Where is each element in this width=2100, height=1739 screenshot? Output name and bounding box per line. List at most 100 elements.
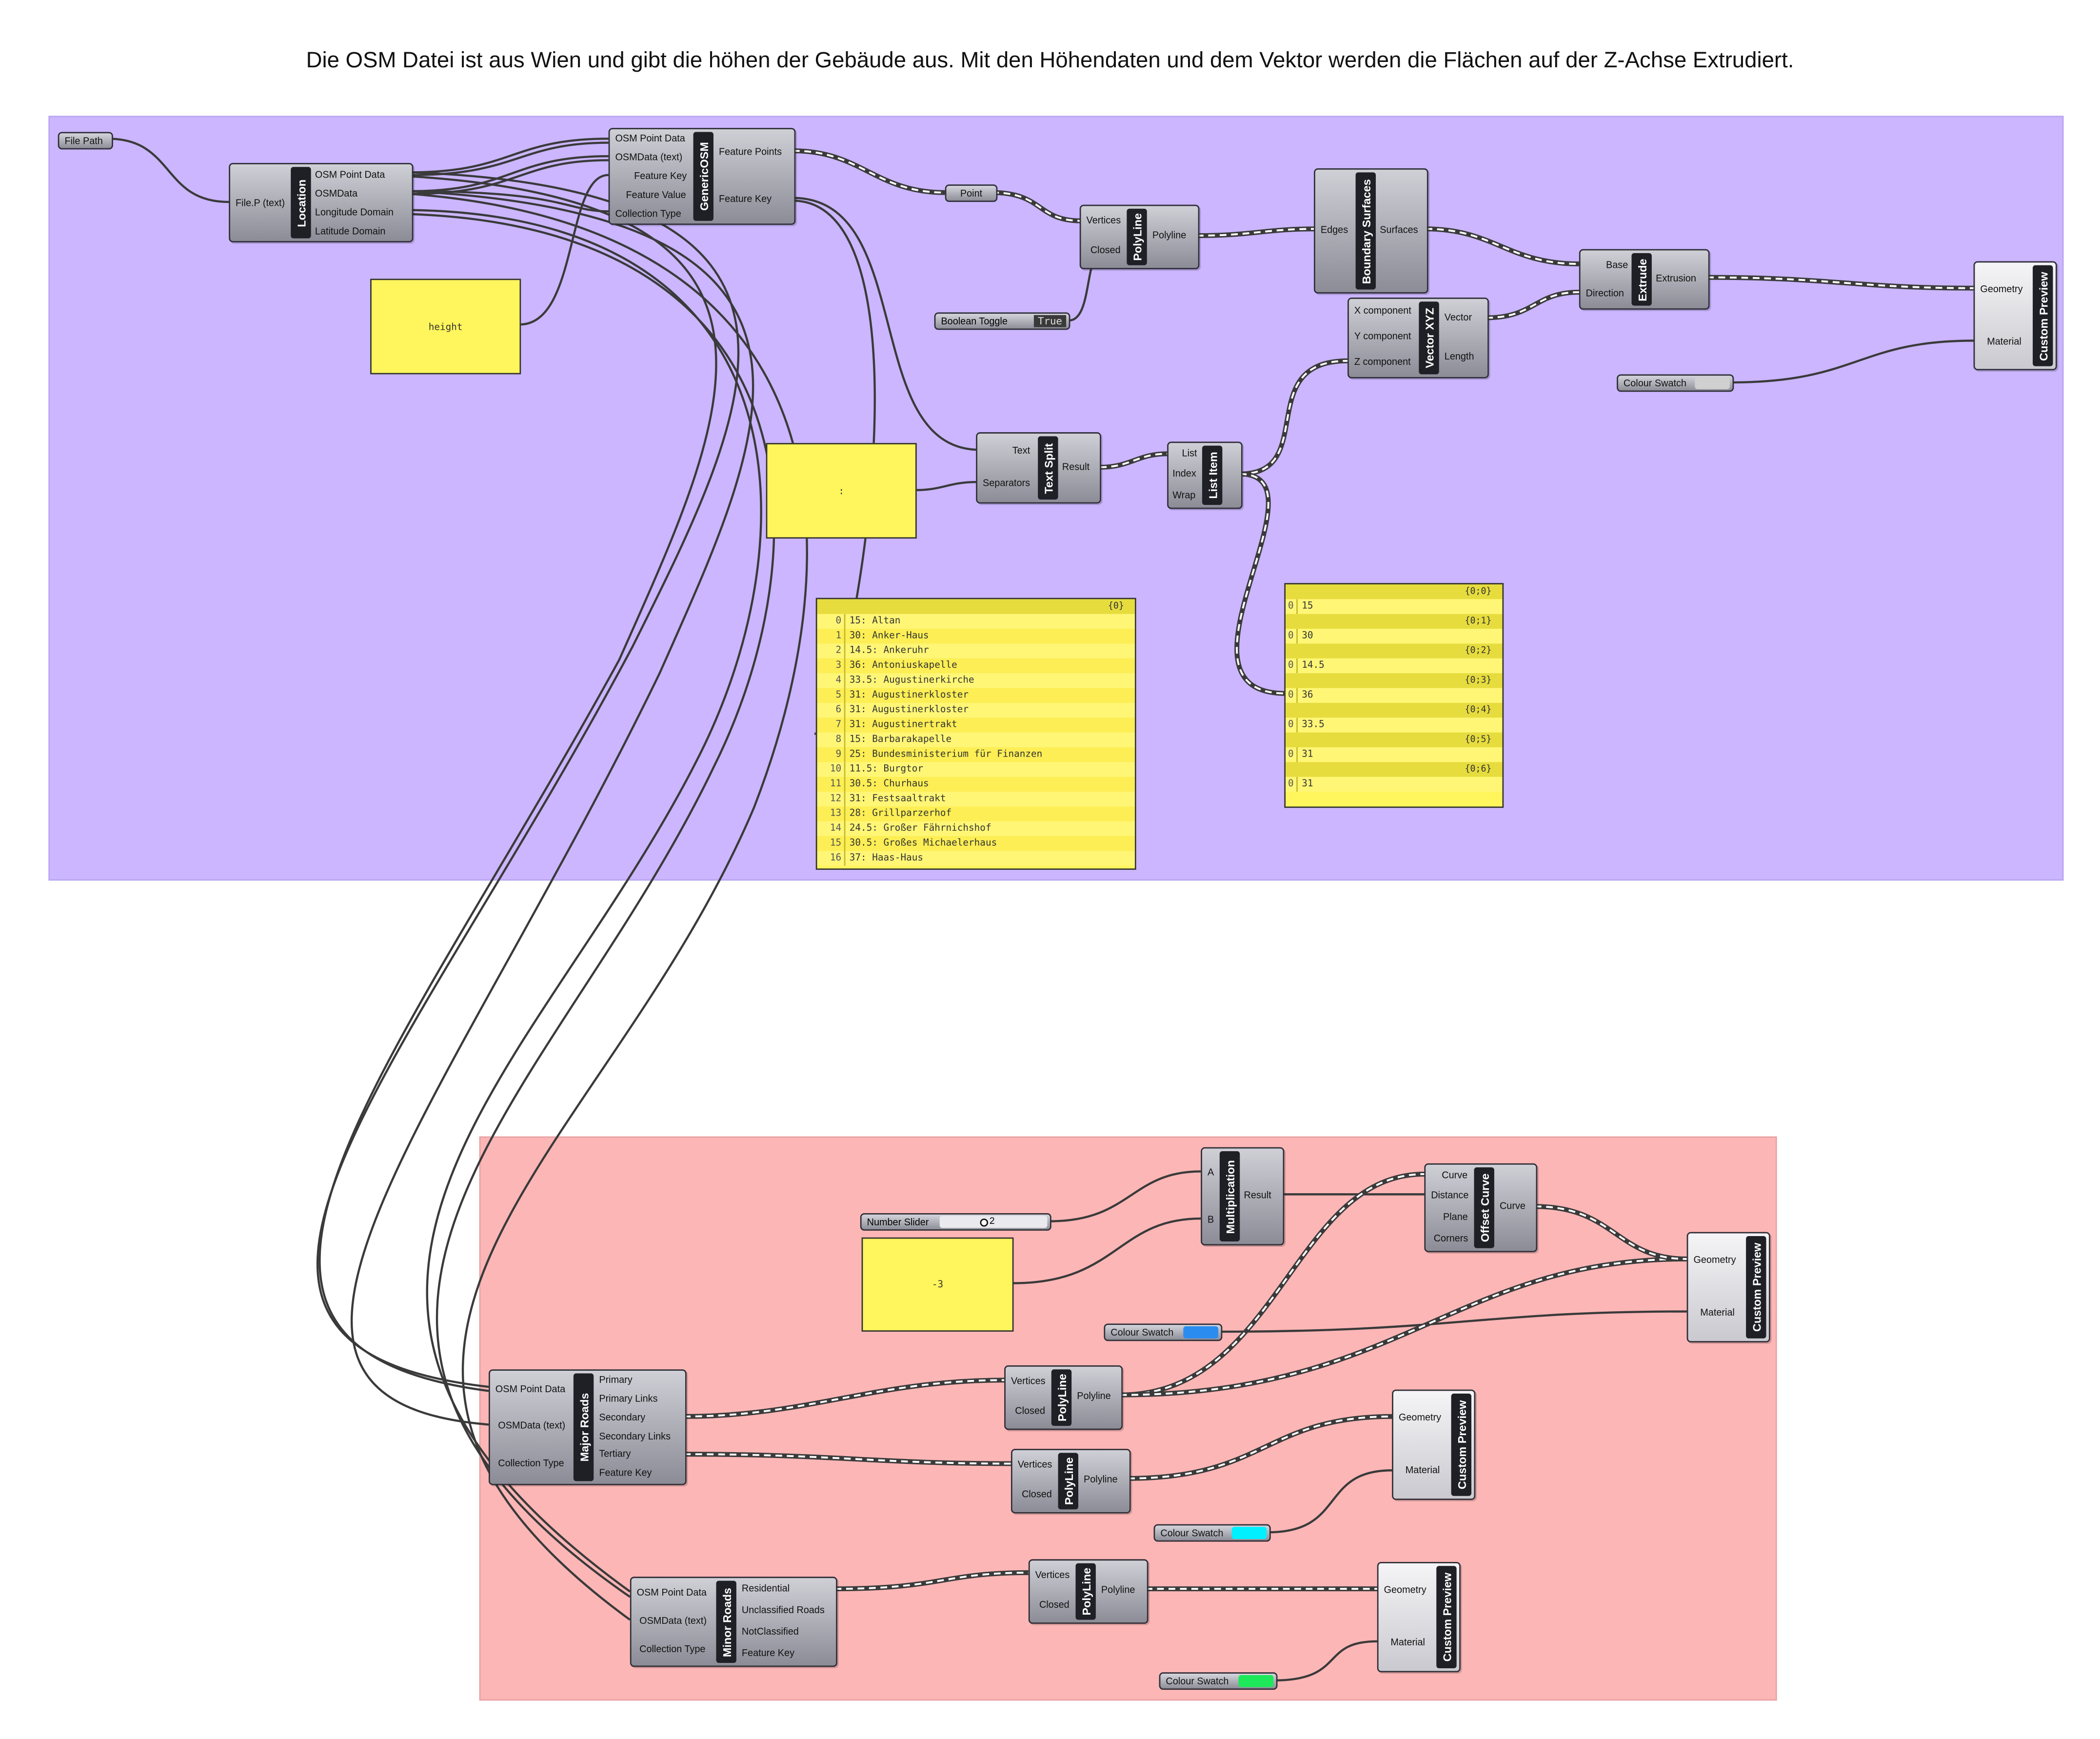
file-path-param[interactable]: File Path [58, 132, 113, 150]
preview4-input-material: Material [1390, 1636, 1425, 1648]
list-item-index: 0 [1288, 778, 1294, 789]
polyline3-input-vertices: Vertices [1017, 1458, 1052, 1471]
list-item-index: 9 [835, 748, 842, 760]
list-item-value: 11.5: Burgtor [844, 762, 923, 777]
list-item-component[interactable]: List Index Wrap List Item [1167, 441, 1243, 509]
boundary-surfaces-component[interactable]: Edges Boundary Surfaces Surfaces [1314, 168, 1428, 294]
branch-path-header: {0;0} [1286, 584, 1503, 600]
boolean-toggle-value[interactable]: True [1033, 315, 1067, 327]
listitem-input-list: List [1182, 447, 1197, 460]
offset-curve-component[interactable]: Curve Distance Plane Corners Offset Curv… [1424, 1163, 1538, 1253]
slider-knob[interactable] [980, 1219, 989, 1227]
separator-panel[interactable]: : [766, 443, 917, 539]
text-split-component[interactable]: Text Separators Text Split Result [976, 432, 1101, 504]
location-component[interactable]: File.P (text) Location OSM Point Data OS… [229, 162, 414, 242]
list-item-value: 14.5: Ankeruhr [844, 643, 929, 659]
list-item-value: 14.5 [1296, 658, 1325, 674]
offset-factor-panel[interactable]: -3 [861, 1237, 1014, 1332]
polyline-component-1[interactable]: Vertices Closed PolyLine Polyline [1079, 204, 1200, 270]
wire-location-genericosm-4 [410, 159, 609, 195]
majorroads-input-osmdata: OSMData (text) [498, 1419, 566, 1432]
colour-swatch-cyan-color[interactable] [1231, 1527, 1267, 1539]
colour-swatch-blue-color[interactable] [1183, 1326, 1219, 1339]
multiplication-component[interactable]: A B Multiplication Result [1201, 1147, 1285, 1246]
colour-swatch-green-color[interactable] [1238, 1675, 1274, 1687]
list-item-value: 15: Barbarakapelle [844, 732, 951, 747]
list-item-index: 10 [830, 763, 842, 775]
wire-separator-textsplit [915, 480, 976, 491]
minor-roads-component[interactable]: OSM Point Data OSMData (text) Collection… [630, 1577, 837, 1667]
colour-swatch-green[interactable]: Colour Swatch [1159, 1672, 1278, 1690]
major-roads-component[interactable]: OSM Point Data OSMData (text) Collection… [488, 1369, 687, 1485]
polyline3-nickname: PolyLine [1058, 1453, 1079, 1510]
wire-location-genericosm-1 [410, 138, 609, 174]
list-item-index: 14 [830, 822, 842, 834]
height-panel[interactable]: height [370, 279, 521, 375]
multiplication-nickname: Multiplication [1219, 1151, 1240, 1241]
minorroads-input-osmpoint: OSM Point Data [636, 1586, 707, 1599]
list-item-index: 15 [830, 837, 842, 848]
offset-factor-text: -3 [931, 1279, 944, 1290]
genericosm-input-collection: Collection Type [615, 207, 681, 220]
point-param[interactable]: Point [945, 184, 998, 202]
slider-track[interactable]: 2 [939, 1216, 1048, 1228]
polyline-component-2[interactable]: Vertices Closed PolyLine Polyline [1004, 1365, 1123, 1430]
preview3-input-material: Material [1405, 1463, 1440, 1476]
listitem-input-index: Index [1172, 467, 1196, 480]
colour-swatch-cyan[interactable]: Colour Swatch [1153, 1524, 1271, 1542]
list-item-value: 30.5: Großes Michaelerhaus [844, 836, 997, 851]
colour-swatch-1[interactable]: Colour Swatch [1617, 374, 1734, 392]
wire-osm-majorroads-2 [318, 175, 717, 1392]
custom-preview-component-1[interactable]: Geometry Material Custom Preview [1973, 261, 2057, 371]
textsplit-output-result: Result [1062, 460, 1090, 473]
polyline3-input-closed: Closed [1022, 1488, 1052, 1500]
list-item-value: 28: Grillparzerhof [844, 806, 951, 821]
polyline-component-4[interactable]: Vertices Closed PolyLine Polyline [1028, 1559, 1149, 1624]
wire-height-featurekey [519, 174, 609, 326]
extrude-input-base: Base [1606, 258, 1628, 271]
list-item-value: 25: Bundesministerium für Finanzen [844, 747, 1042, 762]
colour-swatch-1-color[interactable] [1695, 377, 1730, 389]
offset-input-distance: Distance [1431, 1189, 1469, 1201]
extrude-component[interactable]: Base Direction Extrude Extrusion [1579, 249, 1710, 310]
location-output-osmdata: OSMData [315, 187, 358, 200]
majorroads-output-primarylinks: Primary Links [599, 1392, 658, 1404]
vector-xyz-component[interactable]: X component Y component Z component Vect… [1347, 298, 1489, 379]
genericosm-component[interactable]: OSM Point Data OSMData (text) Feature Ke… [608, 128, 796, 225]
custom-preview-component-4[interactable]: Geometry Material Custom Preview [1377, 1561, 1461, 1673]
colour-swatch-1-label: Colour Swatch [1623, 377, 1686, 389]
boundary-nickname: Boundary Surfaces [1355, 172, 1376, 290]
minorroads-input-collection: Collection Type [639, 1642, 706, 1655]
custom-preview-component-3[interactable]: Geometry Material Custom Preview [1392, 1389, 1476, 1500]
polyline1-input-closed: Closed [1090, 243, 1121, 256]
list-item-value: 24.5: Großer Fährnichshof [844, 821, 991, 837]
list-item-value: 30.5: Churhaus [844, 777, 929, 792]
wire-filepath-location [107, 138, 229, 203]
listitem-nickname: List Item [1202, 445, 1223, 505]
polyline-component-3[interactable]: Vertices Closed PolyLine Polyline [1010, 1449, 1131, 1514]
colour-swatch-blue[interactable]: Colour Swatch [1104, 1323, 1223, 1341]
vector-output-vector: Vector [1444, 311, 1472, 323]
wire-featurekey-textsplit [792, 197, 976, 451]
list-item-index: 2 [835, 645, 842, 656]
custom-preview-component-2[interactable]: Geometry Material Custom Preview [1686, 1232, 1770, 1343]
textsplit-input-text: Text [1012, 444, 1030, 457]
list-item-value: 31: Augustinerkloster [844, 688, 969, 703]
polyline2-input-closed: Closed [1015, 1404, 1046, 1417]
preview2-input-material: Material [1700, 1306, 1735, 1319]
extrude-output-extrusion: Extrusion [1656, 272, 1696, 284]
